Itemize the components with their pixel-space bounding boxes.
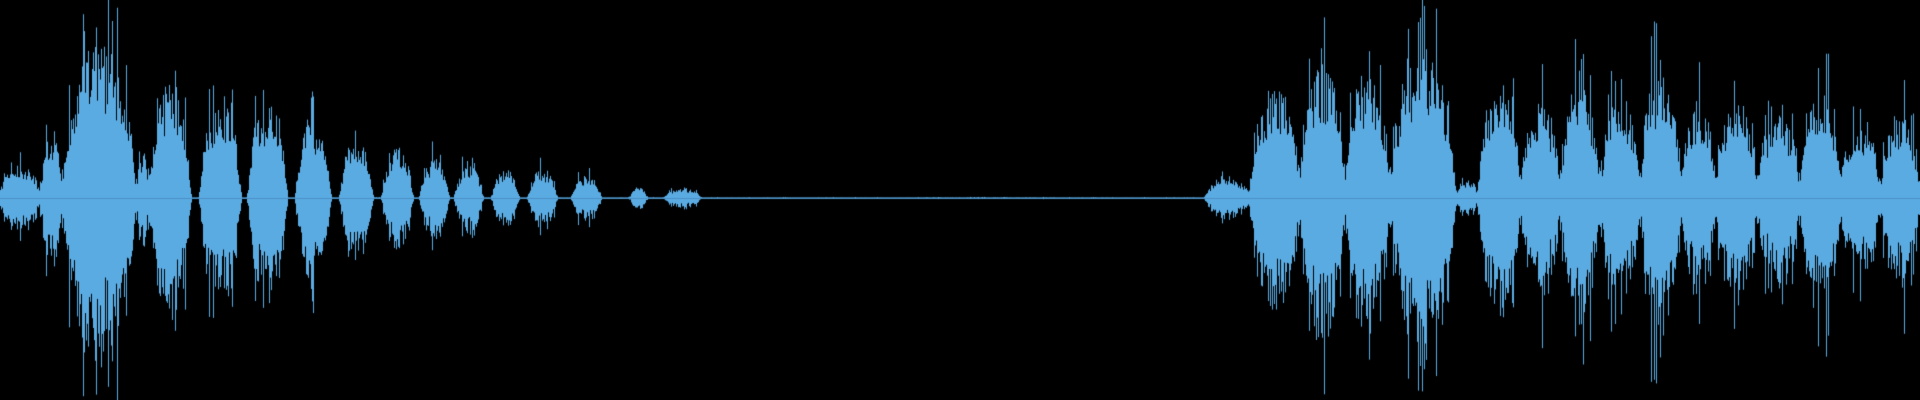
waveform-canvas[interactable]	[0, 0, 1920, 400]
waveform-viewer[interactable]	[0, 0, 1920, 400]
